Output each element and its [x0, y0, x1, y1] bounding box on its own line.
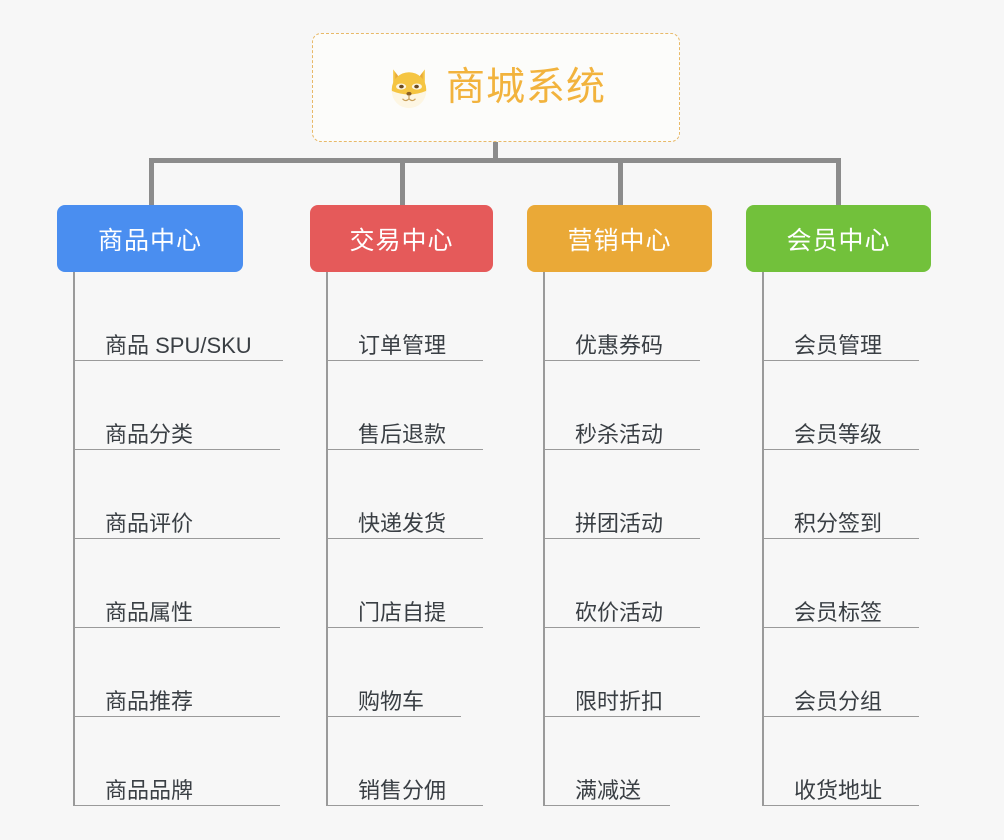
- leaf-label: 会员标签: [794, 599, 883, 625]
- leaf-label: 售后退款: [358, 421, 447, 447]
- list-item[interactable]: 积分签到: [764, 450, 944, 539]
- list-item[interactable]: 秒杀活动: [545, 361, 727, 450]
- list-item[interactable]: 订单管理: [328, 272, 520, 361]
- branch-product-center: 商品中心 商品 SPU/SKU 商品分类 商品评价 商品属性 商品推荐 商品品牌: [57, 205, 283, 806]
- category-label: 会员中心: [786, 226, 891, 255]
- leaf-label: 订单管理: [358, 332, 447, 358]
- list-item[interactable]: 门店自提: [328, 539, 520, 628]
- leaf-label: 商品评价: [105, 510, 194, 536]
- leaf-label: 商品推荐: [105, 688, 194, 714]
- category-label: 商品中心: [97, 226, 202, 255]
- list-item[interactable]: 拼团活动: [545, 450, 727, 539]
- list-item[interactable]: 优惠券码: [545, 272, 727, 361]
- category-label: 营销中心: [567, 226, 672, 255]
- list-item[interactable]: 购物车: [328, 628, 520, 717]
- leaf-label: 积分签到: [794, 510, 883, 536]
- root-title: 商城系统: [445, 66, 606, 109]
- list-item[interactable]: 商品分类: [75, 361, 280, 450]
- leaf-list-trade-center: 订单管理 售后退款 快递发货 门店自提 购物车 销售分佣: [326, 272, 520, 806]
- leaf-label: 限时折扣: [575, 688, 664, 714]
- list-item[interactable]: 会员分组: [764, 628, 944, 717]
- leaf-label: 会员分组: [794, 688, 883, 714]
- category-box-marketing-center[interactable]: 营销中心: [527, 205, 712, 272]
- leaf-label: 会员等级: [794, 421, 883, 447]
- branch-member-center: 会员中心 会员管理 会员等级 积分签到 会员标签 会员分组 收货地址: [746, 205, 944, 806]
- leaf-label: 砍价活动: [575, 599, 664, 625]
- list-item[interactable]: 商品品牌: [75, 717, 280, 806]
- leaf-list-marketing-center: 优惠券码 秒杀活动 拼团活动 砍价活动 限时折扣 满减送: [543, 272, 727, 806]
- list-item[interactable]: 商品 SPU/SKU: [75, 272, 283, 361]
- connector-drop-3: [618, 158, 623, 206]
- list-item[interactable]: 砍价活动: [545, 539, 727, 628]
- shiba-inu-dog-face-icon: [391, 68, 427, 108]
- connector-drop-1: [149, 158, 154, 206]
- leaf-label: 会员管理: [794, 332, 883, 358]
- leaf-label: 优惠券码: [575, 332, 664, 358]
- list-item[interactable]: 会员管理: [764, 272, 944, 361]
- leaf-label: 购物车: [358, 688, 425, 714]
- list-item[interactable]: 会员标签: [764, 539, 944, 628]
- connector-horizontal-bus: [149, 158, 839, 163]
- list-item[interactable]: 商品推荐: [75, 628, 280, 717]
- leaf-label: 商品品牌: [105, 777, 194, 803]
- root-node[interactable]: 商城系统: [312, 33, 680, 142]
- leaf-label: 商品 SPU/SKU: [105, 332, 252, 358]
- category-box-trade-center[interactable]: 交易中心: [310, 205, 493, 272]
- list-item[interactable]: 收货地址: [764, 717, 944, 806]
- leaf-label: 销售分佣: [358, 777, 447, 803]
- connector-root-stem: [493, 142, 498, 162]
- list-item[interactable]: 售后退款: [328, 361, 520, 450]
- category-box-product-center[interactable]: 商品中心: [57, 205, 243, 272]
- list-item[interactable]: 商品评价: [75, 450, 280, 539]
- category-label: 交易中心: [349, 226, 454, 255]
- connector-drop-2: [400, 158, 405, 206]
- leaf-list-member-center: 会员管理 会员等级 积分签到 会员标签 会员分组 收货地址: [762, 272, 944, 806]
- leaf-label: 快递发货: [358, 510, 447, 536]
- connector-drop-4: [836, 158, 841, 206]
- leaf-label: 满减送: [575, 777, 642, 803]
- list-item[interactable]: 满减送: [545, 717, 727, 806]
- leaf-list-product-center: 商品 SPU/SKU 商品分类 商品评价 商品属性 商品推荐 商品品牌: [73, 272, 283, 806]
- list-item[interactable]: 商品属性: [75, 539, 280, 628]
- leaf-label: 秒杀活动: [575, 421, 664, 447]
- leaf-label: 商品分类: [105, 421, 194, 447]
- leaf-label: 商品属性: [105, 599, 194, 625]
- leaf-label: 门店自提: [358, 599, 447, 625]
- list-item[interactable]: 限时折扣: [545, 628, 727, 717]
- list-item[interactable]: 会员等级: [764, 361, 944, 450]
- branch-marketing-center: 营销中心 优惠券码 秒杀活动 拼团活动 砍价活动 限时折扣 满减送: [527, 205, 727, 806]
- leaf-label: 拼团活动: [575, 510, 664, 536]
- list-item[interactable]: 快递发货: [328, 450, 520, 539]
- category-box-member-center[interactable]: 会员中心: [746, 205, 931, 272]
- leaf-label: 收货地址: [794, 777, 883, 803]
- list-item[interactable]: 销售分佣: [328, 717, 520, 806]
- branch-trade-center: 交易中心 订单管理 售后退款 快递发货 门店自提 购物车 销售分佣: [310, 205, 520, 806]
